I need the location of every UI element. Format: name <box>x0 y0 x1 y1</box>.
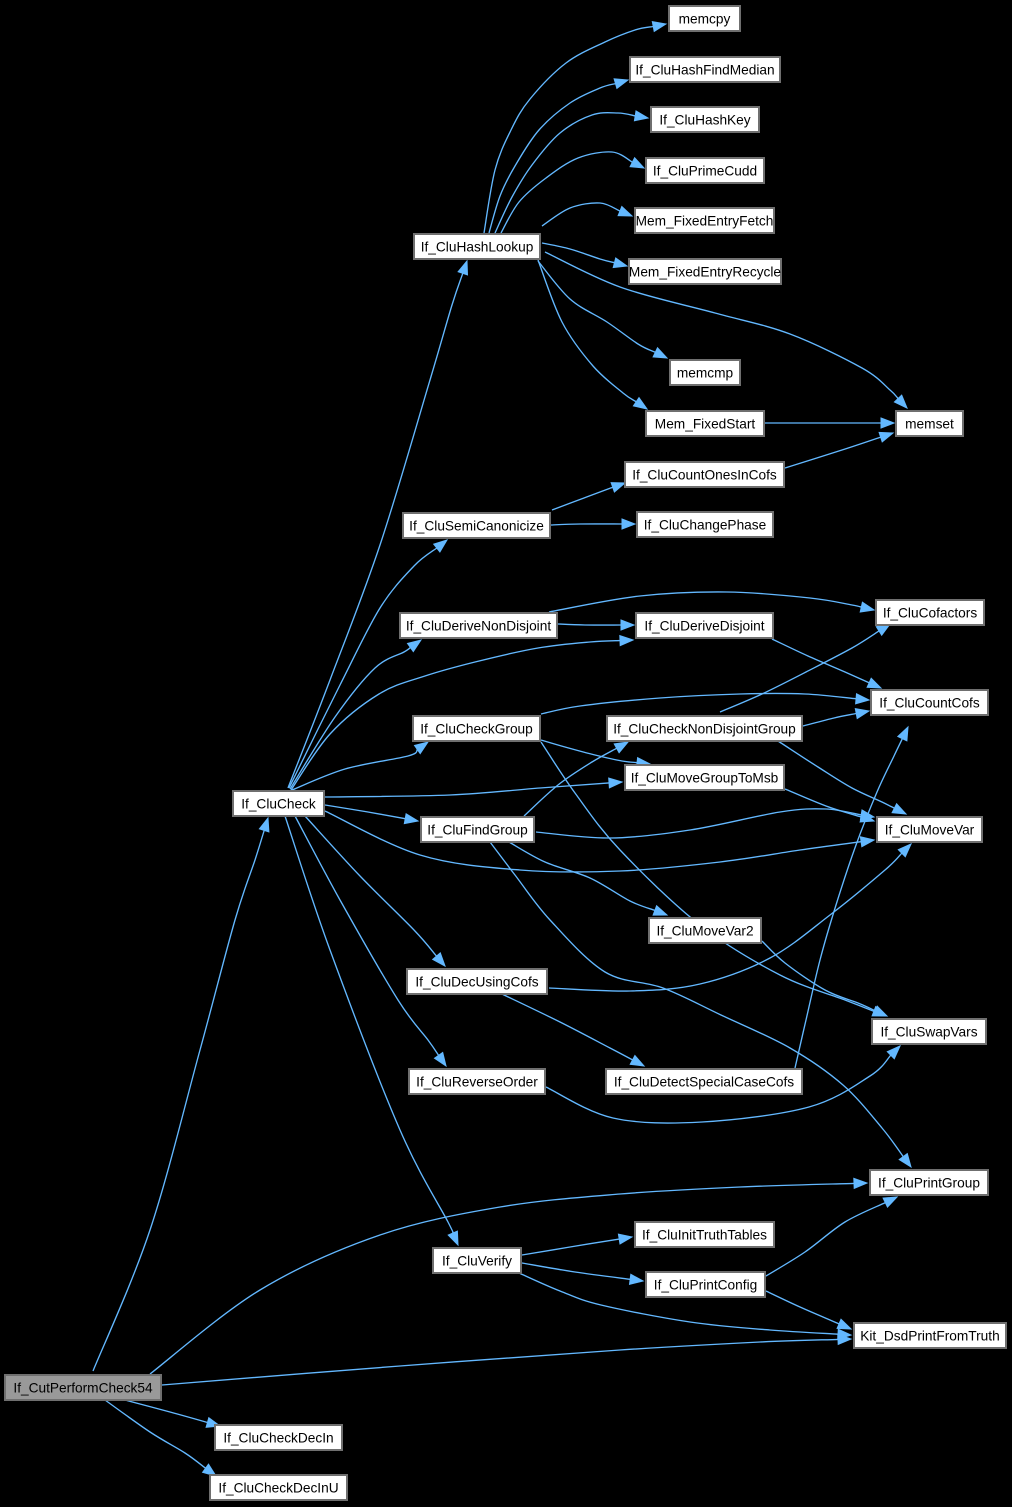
svg-text:If_CluVerify: If_CluVerify <box>442 1253 512 1268</box>
svg-text:memcmp: memcmp <box>677 365 734 380</box>
svg-text:If_CluPrimeCudd: If_CluPrimeCudd <box>653 163 757 178</box>
svg-text:If_CluDetectSpecialCaseCofs: If_CluDetectSpecialCaseCofs <box>614 1074 794 1089</box>
svg-text:If_CluHashKey: If_CluHashKey <box>659 112 750 127</box>
svg-text:If_CluDeriveNonDisjoint: If_CluDeriveNonDisjoint <box>406 618 551 633</box>
svg-text:Mem_FixedEntryRecycle: Mem_FixedEntryRecycle <box>629 264 781 279</box>
svg-text:If_CluChangePhase: If_CluChangePhase <box>644 517 767 532</box>
svg-text:If_CluFindGroup: If_CluFindGroup <box>427 822 528 837</box>
svg-text:If_CluCheckDecIn: If_CluCheckDecIn <box>223 1430 333 1445</box>
svg-text:Mem_FixedEntryFetch: Mem_FixedEntryFetch <box>636 213 774 228</box>
svg-text:If_CluDeriveDisjoint: If_CluDeriveDisjoint <box>644 618 764 633</box>
svg-text:If_CluPrintGroup: If_CluPrintGroup <box>878 1175 980 1190</box>
svg-text:If_CluPrintConfig: If_CluPrintConfig <box>654 1277 757 1292</box>
svg-text:If_CluCheckDecInU: If_CluCheckDecInU <box>218 1480 338 1495</box>
svg-text:If_CluSwapVars: If_CluSwapVars <box>880 1024 977 1039</box>
svg-text:Mem_FixedStart: Mem_FixedStart <box>655 416 756 431</box>
svg-text:If_CluHashLookup: If_CluHashLookup <box>421 239 534 254</box>
svg-text:If_CluHashFindMedian: If_CluHashFindMedian <box>635 62 774 77</box>
svg-text:memcpy: memcpy <box>679 11 731 26</box>
svg-text:If_CluCheck: If_CluCheck <box>241 796 316 811</box>
svg-text:If_CluCheckGroup: If_CluCheckGroup <box>420 721 533 736</box>
svg-text:If_CluDecUsingCofs: If_CluDecUsingCofs <box>415 974 538 989</box>
svg-text:If_CluMoveVar2: If_CluMoveVar2 <box>656 923 753 938</box>
svg-text:If_CluSemiCanonicize: If_CluSemiCanonicize <box>409 518 544 533</box>
svg-text:If_CluMoveVar: If_CluMoveVar <box>885 822 975 837</box>
svg-text:Kit_DsdPrintFromTruth: Kit_DsdPrintFromTruth <box>860 1328 999 1343</box>
svg-text:If_CluInitTruthTables: If_CluInitTruthTables <box>642 1227 767 1242</box>
svg-text:If_CluCountCofs: If_CluCountCofs <box>879 695 980 710</box>
svg-text:memset: memset <box>905 416 954 431</box>
svg-text:If_CluCheckNonDisjointGroup: If_CluCheckNonDisjointGroup <box>613 721 796 736</box>
svg-text:If_CluReverseOrder: If_CluReverseOrder <box>416 1074 538 1089</box>
svg-text:If_CutPerformCheck54: If_CutPerformCheck54 <box>13 1380 153 1395</box>
svg-text:If_CluCountOnesInCofs: If_CluCountOnesInCofs <box>632 467 777 482</box>
svg-text:If_CluCofactors: If_CluCofactors <box>883 605 977 620</box>
svg-text:If_CluMoveGroupToMsb: If_CluMoveGroupToMsb <box>631 770 779 785</box>
